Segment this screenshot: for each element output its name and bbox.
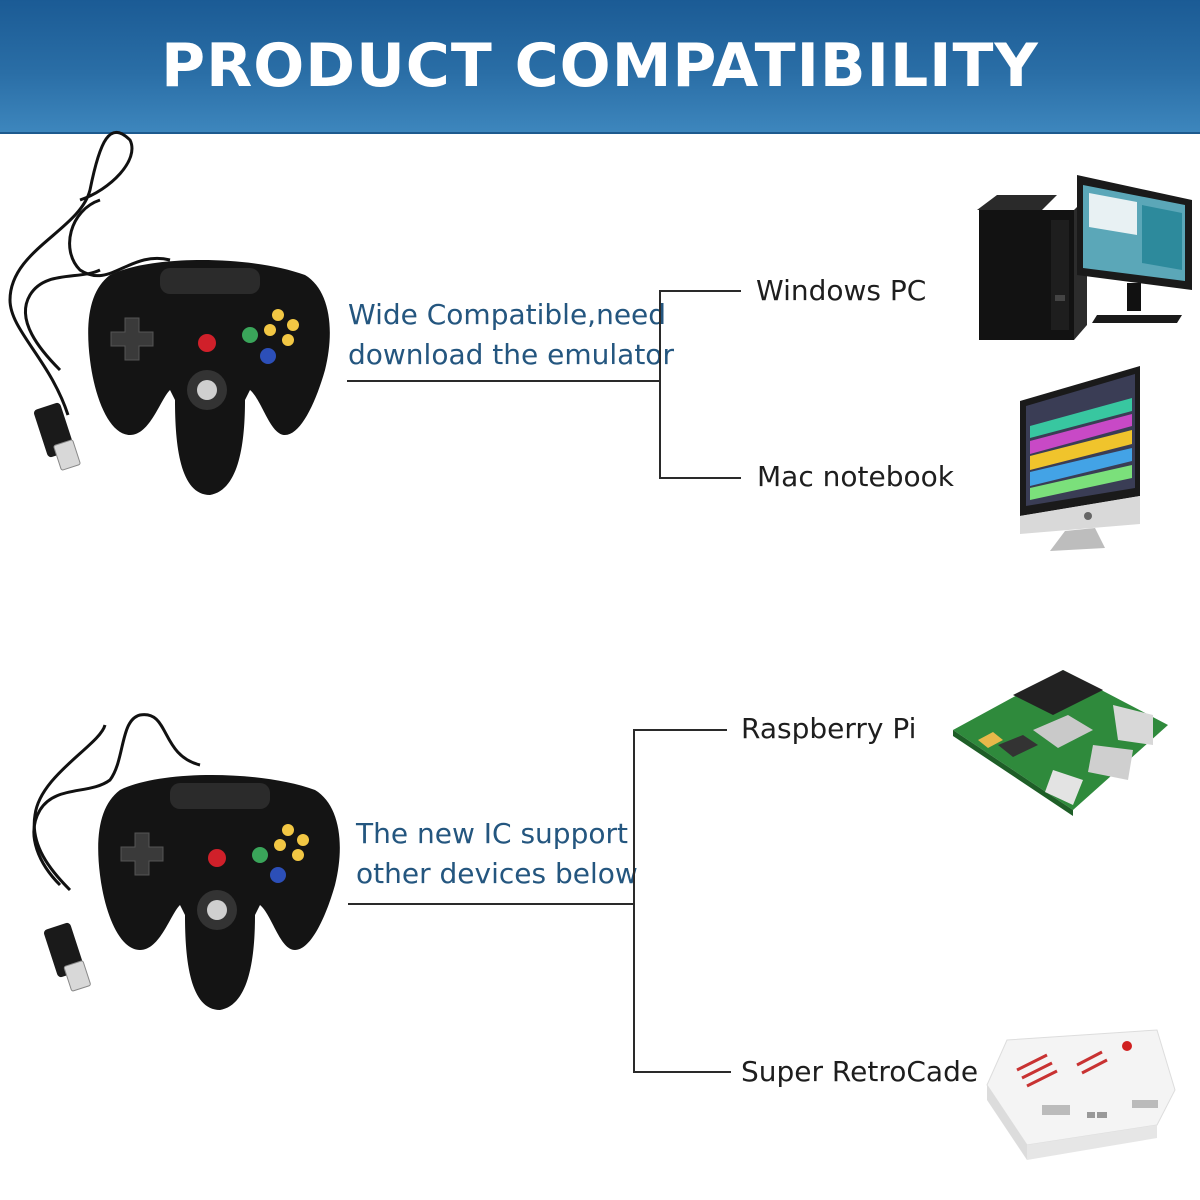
header-banner: PRODUCT COMPATIBILITY xyxy=(0,0,1200,134)
connector-line xyxy=(348,903,634,905)
imac-icon xyxy=(1020,366,1140,551)
connector-line xyxy=(659,290,741,292)
section1-description-line1: Wide Compatible,need xyxy=(348,298,667,331)
raspberry-pi-board-icon xyxy=(953,670,1168,816)
device-label-super-retrocade: Super RetroCade xyxy=(741,1055,979,1088)
section2-description-line2: other devices below xyxy=(356,857,638,890)
device-label-windows-pc: Windows PC xyxy=(756,274,927,307)
device-label-mac-notebook: Mac notebook xyxy=(757,460,954,493)
page-title: PRODUCT COMPATIBILITY xyxy=(161,31,1039,101)
section2-description-line1: The new IC support xyxy=(356,817,628,850)
connector-line xyxy=(659,477,741,479)
connector-line xyxy=(347,380,660,382)
connector-line xyxy=(659,290,661,478)
connector-line xyxy=(633,1071,731,1073)
desktop-pc-icon xyxy=(977,175,1192,340)
usb-gamepad-controller-icon xyxy=(8,130,330,495)
usb-gamepad-controller-icon xyxy=(32,713,340,1010)
device-label-raspberry-pi: Raspberry Pi xyxy=(741,712,917,745)
connector-line xyxy=(633,729,635,1073)
section1-description-line2: download the emulator xyxy=(348,338,674,371)
retrocade-console-icon xyxy=(986,1029,1176,1160)
connector-line xyxy=(633,729,727,731)
